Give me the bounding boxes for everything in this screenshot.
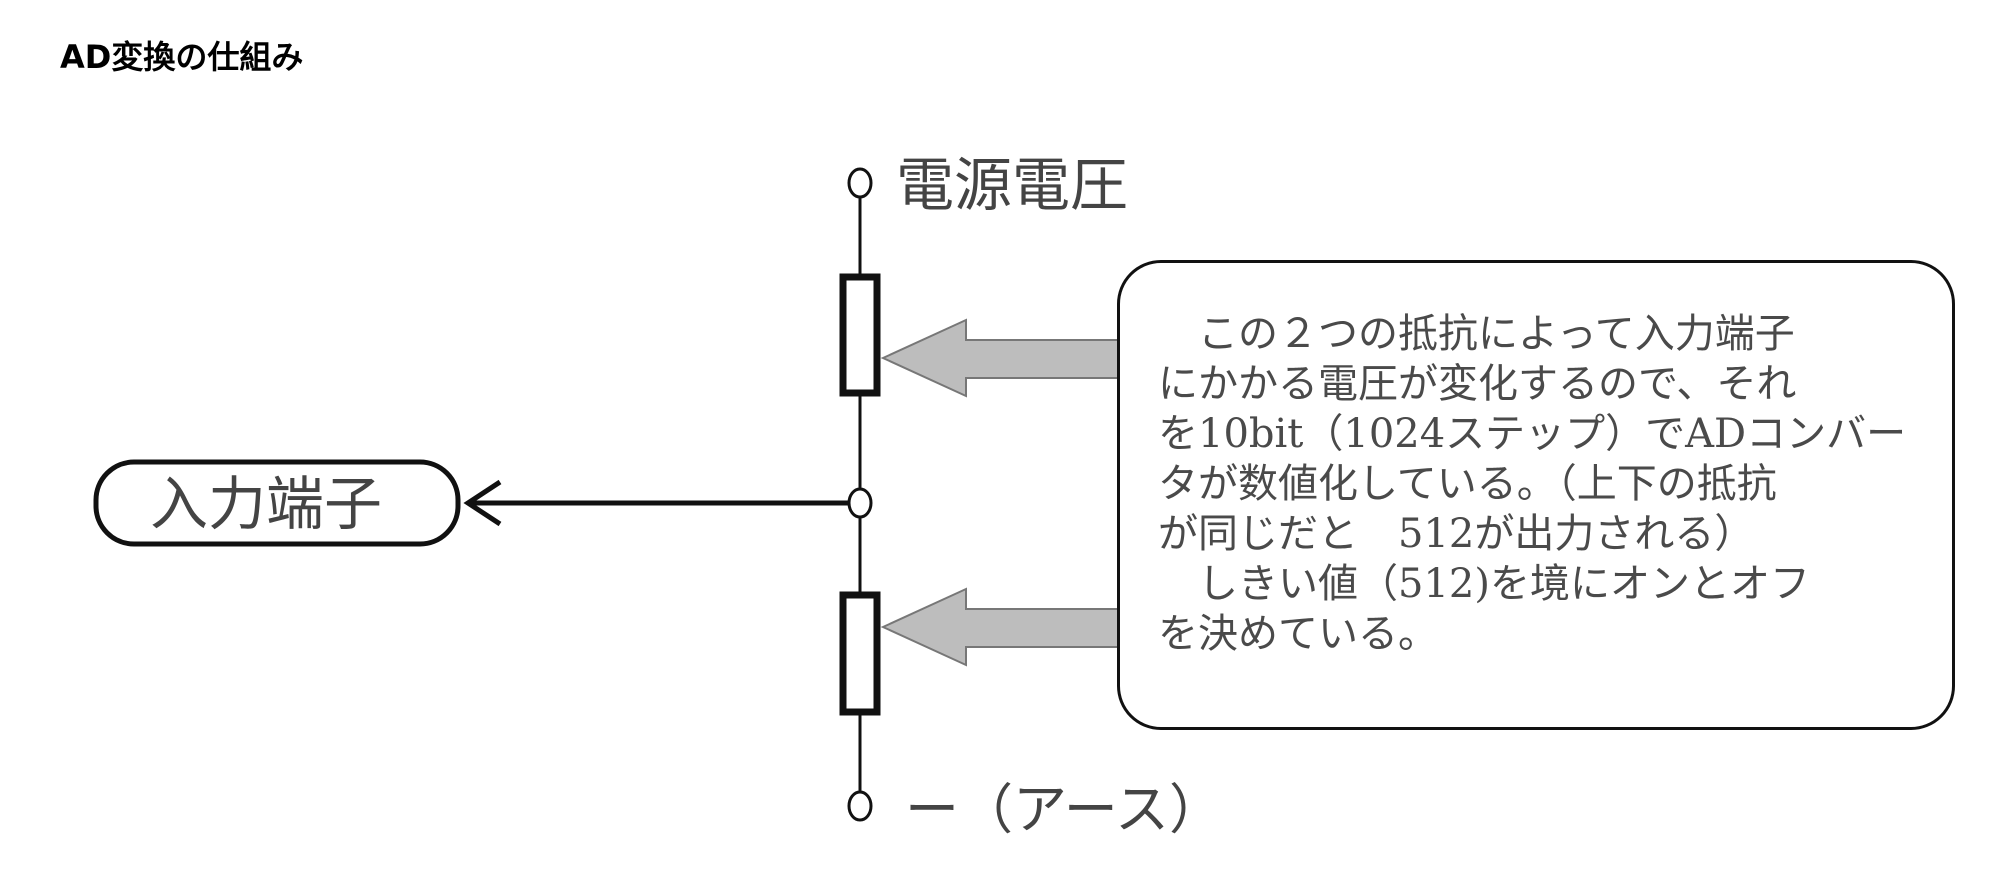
supply-terminal	[847, 167, 873, 199]
ground-label: ー（アース）	[905, 778, 1223, 841]
explanation-callout: この２つの抵抗によって入力端子にかかる電圧が変化するので、それを10bit（10…	[1117, 260, 1955, 730]
ground-terminal	[847, 790, 873, 822]
explanation-line: にかかる電圧が変化するので、それ	[1158, 361, 1797, 407]
upper-pointer-arrow	[880, 318, 1121, 398]
lower-resistor	[839, 591, 881, 716]
explanation-line: を決めている。	[1158, 611, 1438, 657]
explanation-line: を10bit（1024ステップ）でADコンバー	[1158, 411, 1907, 457]
explanation-line: しきい値（512)を境にオンとオフ	[1158, 561, 1810, 607]
explanation-line: この２つの抵抗によって入力端子	[1158, 311, 1795, 357]
supply-voltage-label: 電源電圧	[896, 151, 1128, 219]
explanation-text: この２つの抵抗によって入力端子にかかる電圧が変化するので、それを10bit（10…	[1158, 309, 1906, 659]
input-terminal-label: 入力端子	[150, 470, 382, 538]
explanation-line: が同じだと 512が出力される）	[1158, 511, 1755, 557]
page-title: AD変換の仕組み	[60, 38, 304, 76]
input-terminal-box	[93, 459, 461, 547]
junction-terminal	[847, 487, 873, 519]
signal-arrowhead-icon	[463, 479, 502, 527]
upper-resistor	[839, 273, 881, 397]
explanation-line: タが数値化している。（上下の抵抗	[1158, 461, 1777, 507]
lower-pointer-arrow	[880, 587, 1121, 667]
